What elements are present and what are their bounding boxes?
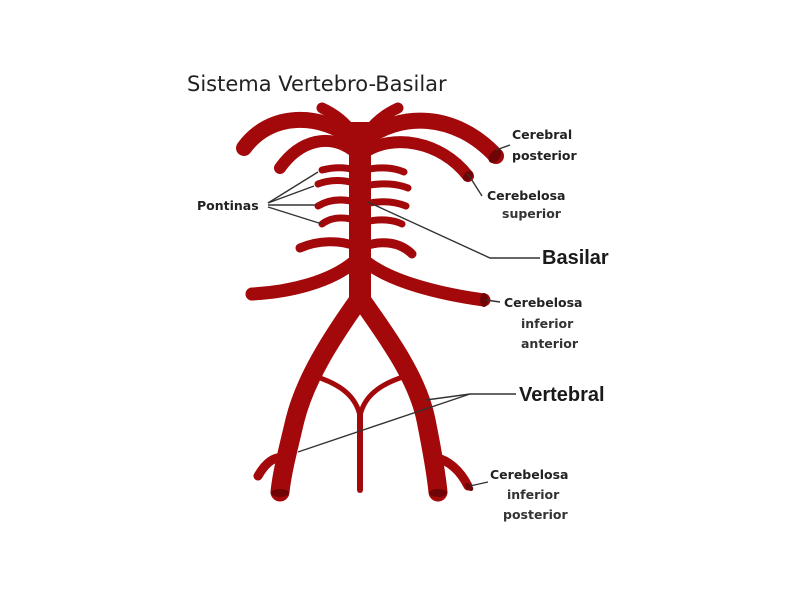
leader-vertebral-left (297, 393, 471, 453)
cerebelosa-superior-left (274, 134, 361, 174)
leader-basilar (367, 201, 540, 259)
leader-pontinas-2 (267, 185, 315, 204)
cut-end-vertebral-left (271, 489, 289, 497)
cut-end-cerebral-right (488, 149, 502, 163)
cerebelosa-superior-right (359, 136, 474, 182)
leader-pontinas-1 (267, 171, 319, 204)
anterior-spinal-left (317, 375, 363, 419)
pontina-right-2 (361, 180, 412, 192)
vertebral-right (350, 288, 448, 502)
diagram-title: Sistema Vertebro-Basilar (187, 72, 447, 96)
label-vertebral: Vertebral (519, 384, 605, 406)
leader-cerebral-posterior (495, 144, 511, 151)
cerebelosa-inferior-posterior-right (431, 453, 473, 491)
leader-cerebelosa-inferior-anterior (485, 299, 501, 303)
leader-vertebral-right (425, 393, 516, 401)
labels: Cerebral posterior Cerebelosa superior P… (197, 127, 609, 522)
anterior-spinal-right (357, 375, 403, 419)
label-basilar: Basilar (542, 247, 609, 269)
leader-cerebelosa-superior (467, 173, 483, 197)
cerebral-posterior-left (236, 112, 364, 156)
leader-cerebelosa-inferior-posterior (469, 481, 489, 487)
cerebelosa-inferior-anterior-left (245, 255, 361, 301)
label-cerebelosa-superior: Cerebelosa superior (487, 188, 570, 221)
leader-pontinas-4 (267, 206, 323, 225)
label-cerebelosa-inferior-anterior: Cerebelosa inferior anterior (504, 295, 587, 351)
cut-end-cia-right (480, 293, 488, 307)
cerebelosa-inferior-posterior-left (253, 453, 289, 481)
label-cerebral-posterior: Cerebral posterior (512, 127, 577, 163)
basilar-arm-left (295, 237, 360, 253)
cut-end-vertebral-right (429, 489, 447, 497)
vertebral-left (270, 288, 370, 502)
artery-tree (236, 102, 504, 502)
cut-end-cip-right (464, 483, 474, 491)
basilar-arm-right (360, 238, 417, 259)
label-pontinas: Pontinas (197, 198, 259, 213)
vessel-cut-ends (271, 149, 502, 497)
cerebral-posterior-right (356, 112, 504, 164)
label-cerebelosa-inferior-posterior: Cerebelosa inferior posterior (490, 467, 573, 522)
cerebelosa-inferior-anterior-right (359, 255, 491, 307)
leader-lines (267, 144, 540, 487)
